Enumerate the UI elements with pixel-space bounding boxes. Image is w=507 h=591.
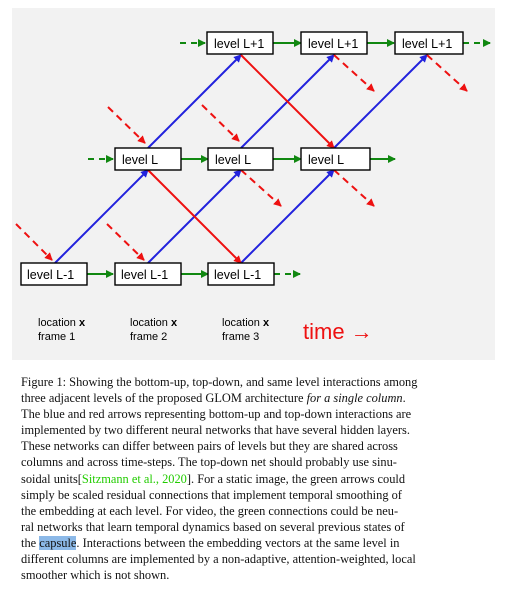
node-bot-3: level L-1	[207, 262, 275, 286]
figure-caption: Figure 1: Showing the bottom-up, top-dow…	[21, 374, 491, 583]
column-label-2: location x frame 2	[130, 317, 178, 343]
red-dashed-top-2	[426, 54, 468, 92]
node-label: level L+1	[214, 37, 264, 51]
caption-line: Figure 1: Showing the bottom-up, top-dow…	[21, 375, 418, 389]
node-bot-2: level L-1	[114, 262, 182, 286]
svg-text:location x: location x	[222, 317, 270, 329]
caption-line: The blue and red arrows representing bot…	[21, 407, 412, 422]
red-arrow-top-to-mid	[240, 54, 335, 149]
red-dashed-top-1	[333, 54, 375, 92]
caption-line: simply be scaled residual connections th…	[21, 487, 402, 502]
node-label: level L-1	[214, 268, 261, 282]
svg-text:frame 3: frame 3	[222, 331, 259, 343]
italic-phrase: for a single column	[306, 391, 403, 406]
red-dashed-mid-2	[333, 169, 375, 207]
time-label: time →	[303, 319, 373, 344]
node-bot-1: level L-1	[20, 262, 88, 286]
node-label: level L-1	[121, 268, 168, 282]
red-dashed-left-top	[201, 104, 240, 142]
svg-text:location x: location x	[38, 317, 86, 329]
red-dashed-left-mid0	[15, 223, 53, 261]
column-label-3: location x frame 3	[222, 317, 270, 343]
node-top-1: level L+1	[206, 31, 274, 55]
svg-text:frame 2: frame 2	[130, 331, 167, 343]
caption-line: smoother which is not shown.	[21, 568, 170, 583]
node-label: level L	[215, 153, 251, 167]
caption-line: columns and across time-steps. The top-d…	[21, 455, 397, 470]
node-top-3: level L+1	[394, 31, 464, 55]
caption-line: the capsule. Interactions between the em…	[21, 535, 400, 550]
caption-line: three adjacent levels of the proposed GL…	[21, 391, 406, 406]
caption-line: different columns are implemented by a n…	[21, 552, 416, 567]
node-label: level L	[122, 153, 158, 167]
node-top-2: level L+1	[300, 31, 368, 55]
column-label-1: location x frame 1	[38, 317, 86, 343]
caption-line: ral networks that learn temporal dynamic…	[21, 519, 405, 534]
red-dashed-mid-1	[240, 169, 282, 207]
node-label: level L	[308, 153, 344, 167]
red-arrow-mid-to-bot	[147, 169, 242, 264]
svg-text:location x: location x	[130, 317, 178, 329]
node-mid-2: level L	[207, 147, 274, 171]
blue-arrow-4	[147, 54, 242, 149]
red-dashed-left-upper	[107, 106, 146, 144]
caption-line: soidal units[Sitzmann et al., 2020]. For…	[21, 471, 406, 486]
red-dashed-left-mid1	[106, 223, 145, 261]
node-mid-3: level L	[300, 147, 371, 171]
glom-diagram: level L+1 level L+1 level L+1 level L le…	[15, 31, 491, 344]
node-label: level L+1	[308, 37, 358, 51]
highlighted-word: capsule	[39, 535, 77, 550]
node-label: level L+1	[402, 37, 452, 51]
blue-arrow-3	[240, 169, 335, 264]
caption-line: the embedding at each level. For video, …	[21, 503, 399, 518]
blue-arrow-6	[333, 54, 428, 149]
caption-line: implemented by two different neural netw…	[21, 423, 410, 438]
caption-line: These networks can differ between pairs …	[21, 439, 398, 454]
node-label: level L-1	[27, 268, 74, 282]
citation-link[interactable]: Sitzmann et al., 2020	[81, 471, 187, 486]
svg-text:frame 1: frame 1	[38, 331, 75, 343]
blue-arrow-1	[54, 169, 149, 264]
node-mid-1: level L	[114, 147, 182, 171]
